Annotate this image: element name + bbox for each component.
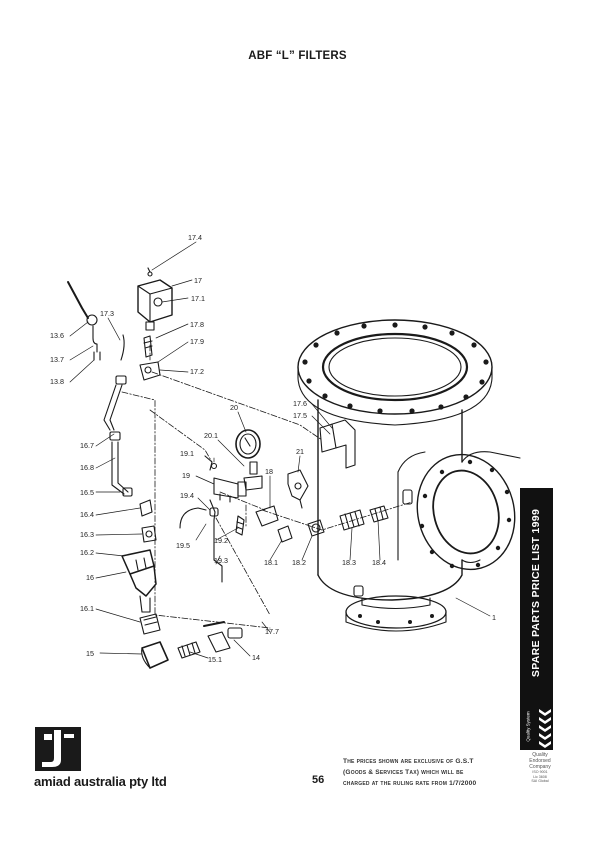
valve-18-21 xyxy=(255,469,325,543)
callout-17-9: 17.9 xyxy=(190,337,204,346)
callout-18: 18 xyxy=(265,467,273,476)
callout-16-1: 16.1 xyxy=(80,604,94,613)
chevron-pattern-icon xyxy=(539,709,551,748)
callout-17-7: 17.7 xyxy=(265,627,279,636)
quality-endorsement: Quality Endorsed Company ISO 9001 Lic 36… xyxy=(520,752,560,784)
bottom-drain xyxy=(141,621,243,669)
callout-20-1: 20.1 xyxy=(204,431,218,440)
valve-19 xyxy=(179,455,247,583)
gst-notice-line3: charged at the ruling rate from 1/7/2000 xyxy=(343,780,477,787)
quality-endorsement-line3: Company xyxy=(529,764,551,770)
callouts: 17.4 17 17.1 17.8 17.9 17.2 17.3 13.6 13… xyxy=(50,233,496,664)
price-list-tab-label: SPARE PARTS PRICE LIST 1999 xyxy=(530,508,543,678)
callout-16-7: 16.7 xyxy=(80,441,94,450)
callout-19-2: 19.2 xyxy=(214,536,228,545)
callout-16: 16 xyxy=(86,573,94,582)
callout-21: 21 xyxy=(296,447,304,456)
callout-13-8: 13.8 xyxy=(50,377,64,386)
callout-17-5: 17.5 xyxy=(293,411,307,420)
callout-20: 20 xyxy=(230,403,238,412)
quality-endorsement-line2: Endorsed xyxy=(529,758,551,764)
company-name: amiad australia pty ltd xyxy=(34,774,167,789)
quality-endorsement-small2: Lic 3608 xyxy=(533,774,547,779)
page-title: ABF “L” FILTERS xyxy=(248,50,347,62)
pressure-gauge xyxy=(235,429,263,491)
callout-19-3: 19.3 xyxy=(214,556,228,565)
leader-lines xyxy=(69,241,491,659)
drain-valve-16 xyxy=(121,499,161,635)
callout-17-3: 17.3 xyxy=(100,309,114,318)
fittings-18-3-18-4 xyxy=(339,505,389,531)
callout-17-1: 17.1 xyxy=(191,294,205,303)
callout-19-4: 19.4 xyxy=(180,491,194,500)
callout-17-8: 17.8 xyxy=(190,320,204,329)
callout-1: 1 xyxy=(492,613,496,622)
callout-17-4: 17.4 xyxy=(188,233,202,242)
callout-18-3: 18.3 xyxy=(342,558,356,567)
solenoid-valve xyxy=(137,267,173,381)
callout-18-1: 18.1 xyxy=(264,558,278,567)
callout-15-1: 15.1 xyxy=(208,655,222,664)
callout-14: 14 xyxy=(252,653,260,662)
filter-body xyxy=(297,319,521,632)
quality-endorsement-small1: ISO 9001 xyxy=(532,770,548,774)
callout-17-2: 17.2 xyxy=(190,367,204,376)
callout-16-2: 16.2 xyxy=(80,548,94,557)
gst-notice-line2: (Goods & Services Tax) which will be xyxy=(343,769,464,776)
quality-endorsement-line1: Quality xyxy=(532,752,548,758)
quality-system-label: Quality System xyxy=(525,710,531,742)
callout-16-4: 16.4 xyxy=(80,510,94,519)
quality-system-wrap: Quality System xyxy=(521,706,535,746)
callout-18-2: 18.2 xyxy=(292,558,306,567)
callout-16-3: 16.3 xyxy=(80,530,94,539)
callout-19-1: 19.1 xyxy=(180,449,194,458)
callout-19: 19 xyxy=(182,471,190,480)
callout-17-6: 17.6 xyxy=(293,399,307,408)
top-flange-holes xyxy=(302,322,512,624)
callout-15: 15 xyxy=(86,649,94,658)
callout-16-8: 16.8 xyxy=(80,463,94,472)
callout-16-5: 16.5 xyxy=(80,488,94,497)
drain-tube xyxy=(67,281,133,497)
assembly-lines xyxy=(121,344,413,629)
price-list-tab-label-wrap: SPARE PARTS PRICE LIST 1999 xyxy=(520,488,553,698)
callout-13-6: 13.6 xyxy=(50,331,64,340)
gst-notice: The prices shown are exclusive of G.S.T … xyxy=(343,756,513,789)
callout-19-5: 19.5 xyxy=(176,541,190,550)
gst-notice-line1: The prices shown are exclusive of G.S.T xyxy=(343,758,474,765)
page-number: 56 xyxy=(312,774,325,786)
callout-17: 17 xyxy=(194,276,202,285)
callout-18-4: 18.4 xyxy=(372,558,386,567)
quality-endorsement-small3: SAI Global xyxy=(531,779,549,784)
callout-13-7: 13.7 xyxy=(50,355,64,364)
amiad-logo-icon xyxy=(35,727,81,771)
price-list-tab xyxy=(520,488,553,750)
